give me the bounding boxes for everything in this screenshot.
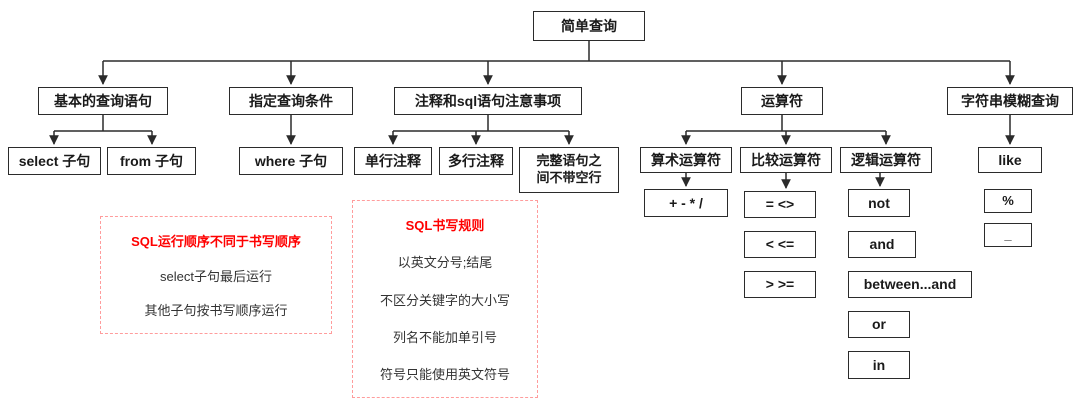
note-line: 其他子句按书写顺序运行	[144, 303, 288, 318]
node-logical-operators: 逻辑运算符	[840, 147, 932, 173]
node-root-simple-query: 简单查询	[533, 11, 645, 41]
node-comparison-operators: 比较运算符	[740, 147, 832, 173]
node-eq-neq: = <>	[744, 191, 816, 218]
node-string-fuzzy-query: 字符串模糊查询	[947, 87, 1073, 115]
node-in: in	[848, 351, 910, 379]
note-sql-run-order-title: SQL运行顺序不同于书写顺序	[131, 234, 301, 249]
node-operators: 运算符	[741, 87, 823, 115]
note-sql-run-order: SQL运行顺序不同于书写顺序 select子句最后运行 其他子句按书写顺序运行	[100, 216, 332, 334]
node-lt-lte: < <=	[744, 231, 816, 258]
node-arithmetic-operators: 算术运算符	[640, 147, 732, 173]
node-like: like	[978, 147, 1042, 173]
note-line: 列名不能加单引号	[392, 329, 497, 345]
node-not: not	[848, 189, 910, 217]
node-single-line-comment: 单行注释	[354, 147, 432, 175]
node-comments-and-notes: 注释和sql语句注意事项	[394, 87, 582, 115]
node-gt-gte: > >=	[744, 271, 816, 298]
note-sql-writing-rules: SQL书写规则 以英文分号;结尾 不区分关键字的大小写 列名不能加单引号 符号只…	[352, 200, 538, 398]
node-percent-wildcard: %	[984, 189, 1032, 213]
node-basic-query-statements: 基本的查询语句	[38, 87, 168, 115]
node-no-blank-lines: 完整语句之间不带空行	[519, 147, 619, 193]
node-and: and	[848, 231, 916, 258]
node-from-clause: from 子句	[107, 147, 196, 175]
node-between-and: between...and	[848, 271, 972, 298]
note-sql-writing-rules-title: SQL书写规则	[405, 218, 485, 233]
node-specify-conditions: 指定查询条件	[229, 87, 353, 115]
node-where-clause: where 子句	[239, 147, 343, 175]
node-or: or	[848, 311, 910, 338]
note-line: select子句最后运行	[160, 268, 272, 284]
node-select-clause: select 子句	[8, 147, 101, 175]
note-line: 符号只能使用英文符号	[379, 367, 510, 382]
node-multi-line-comment: 多行注释	[439, 147, 513, 175]
note-line: 以英文分号;结尾	[397, 255, 493, 271]
node-underscore-wildcard: _	[984, 223, 1032, 247]
node-arith-symbols: + - * /	[644, 189, 728, 217]
note-line: 不区分关键字的大小写	[379, 292, 510, 308]
